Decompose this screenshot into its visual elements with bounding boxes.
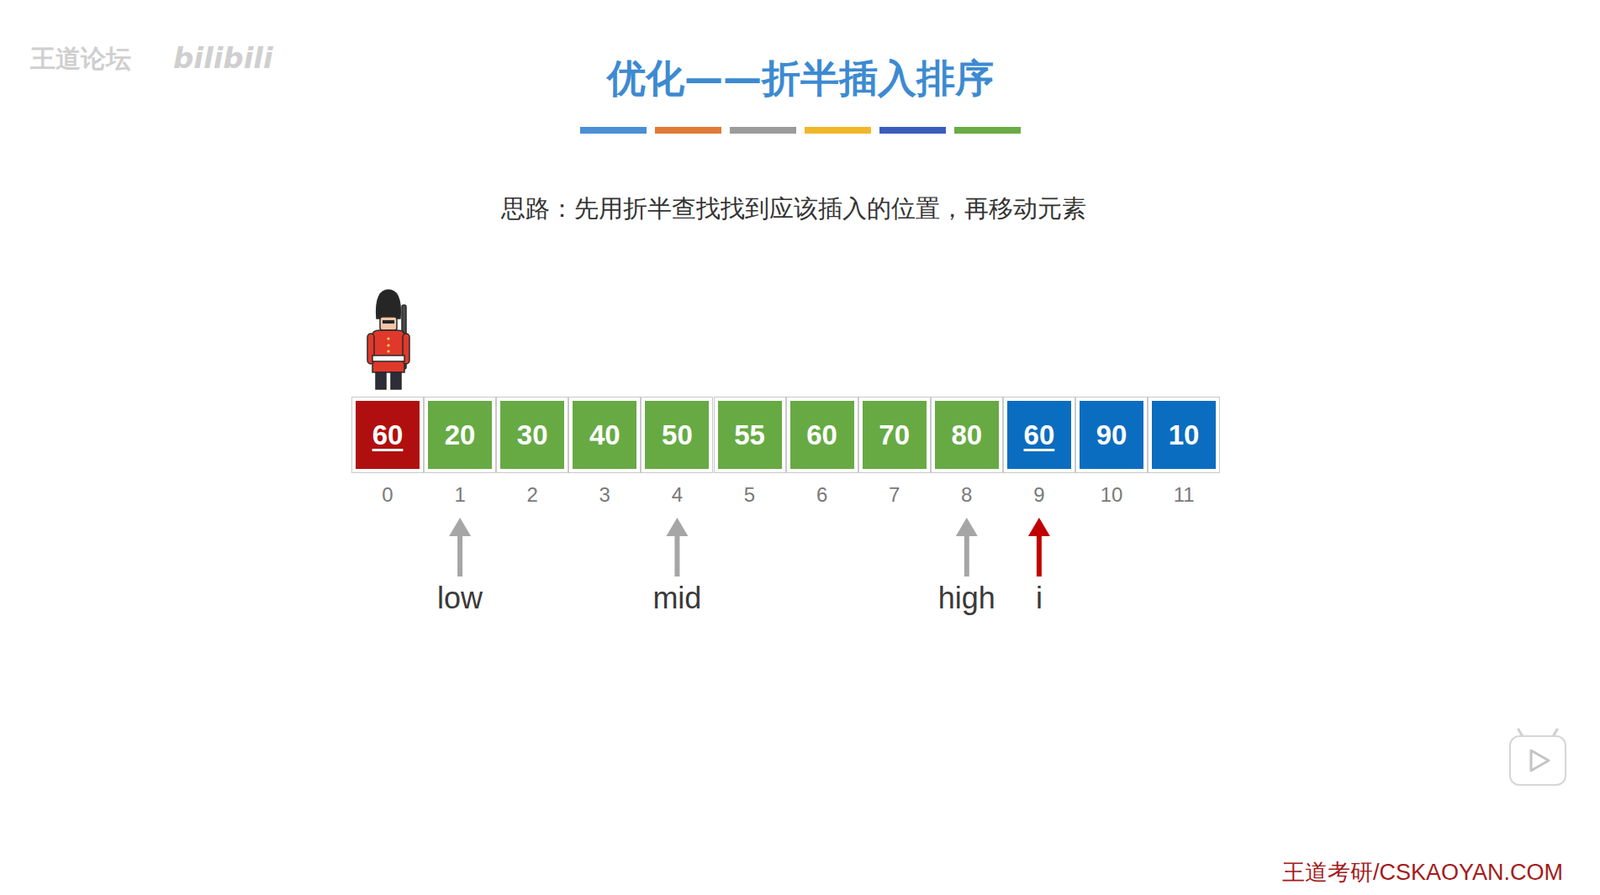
icon-triangle bbox=[1531, 750, 1549, 771]
index-number: 10 bbox=[1100, 483, 1124, 507]
bearskin-hat bbox=[376, 290, 402, 319]
watermark: 王道论坛 bbox=[30, 44, 132, 74]
pointer-name: i bbox=[1035, 580, 1043, 616]
arrow-head bbox=[955, 517, 978, 537]
arrow-head bbox=[665, 517, 688, 537]
index-number: 11 bbox=[1173, 483, 1195, 507]
guard-soldier bbox=[367, 290, 410, 390]
array-cell: 20 bbox=[423, 396, 497, 474]
site-watermark: 王道考研/CSKAOYAN.COM bbox=[1282, 860, 1564, 887]
cell-value: 50 bbox=[661, 419, 693, 452]
pointer-arrow bbox=[955, 517, 978, 577]
array-cell: 70 bbox=[858, 396, 931, 474]
arrow-head bbox=[448, 517, 471, 537]
cell-fill: 90 bbox=[1079, 401, 1144, 470]
cell-value: 10 bbox=[1168, 419, 1200, 452]
cell-value: 90 bbox=[1096, 419, 1128, 452]
color-bar bbox=[654, 126, 722, 134]
cell-value: 20 bbox=[444, 419, 476, 452]
array-cell: 10 bbox=[1147, 396, 1220, 474]
idea-note: 思路：先用折半查找找到应该插入的位置，再移动元素 bbox=[501, 195, 1087, 223]
color-bar bbox=[879, 126, 946, 134]
play-button-icon bbox=[1510, 729, 1566, 786]
pointer-arrow bbox=[665, 517, 688, 577]
pointer-arrow bbox=[448, 517, 471, 577]
cell-value: 80 bbox=[950, 419, 983, 452]
color-bar bbox=[729, 126, 797, 134]
face bbox=[380, 316, 397, 331]
cell-fill: 40 bbox=[572, 401, 637, 470]
array-cell: 60 bbox=[1003, 396, 1076, 474]
arrow-shaft bbox=[457, 534, 463, 577]
red-coat bbox=[372, 330, 405, 373]
array-cell: 60 bbox=[351, 396, 424, 474]
watermark: bilibili bbox=[173, 42, 274, 75]
index-number: 2 bbox=[527, 483, 539, 507]
cell-fill: 20 bbox=[427, 401, 492, 470]
cell-value: 30 bbox=[517, 419, 549, 452]
cell-value: 60 bbox=[806, 419, 838, 452]
cell-fill: 70 bbox=[862, 401, 927, 470]
slide-title: 优化——折半插入排序 bbox=[607, 56, 994, 101]
cell-fill: 30 bbox=[500, 401, 565, 470]
arrow-head bbox=[1028, 517, 1051, 537]
leg bbox=[375, 372, 386, 390]
index-number: 3 bbox=[599, 483, 611, 507]
index-number: 1 bbox=[454, 483, 465, 507]
icon-frame bbox=[1510, 736, 1566, 786]
button bbox=[386, 349, 390, 353]
cell-value: 70 bbox=[878, 419, 910, 452]
array-cell: 60 bbox=[786, 396, 859, 474]
leg bbox=[390, 372, 402, 390]
index-number: 6 bbox=[816, 483, 828, 507]
index-number: 8 bbox=[961, 483, 972, 507]
array-cell: 90 bbox=[1075, 396, 1148, 474]
color-bar bbox=[954, 126, 1021, 134]
eyes-shade bbox=[382, 320, 395, 324]
color-bar bbox=[804, 126, 872, 134]
pointer-name: mid bbox=[652, 580, 702, 616]
cell-value: 60 bbox=[1024, 419, 1056, 452]
pointer-arrow bbox=[1028, 517, 1051, 577]
array-cell: 55 bbox=[713, 396, 787, 474]
cell-fill: 80 bbox=[934, 401, 999, 470]
button bbox=[386, 343, 390, 347]
index-number: 9 bbox=[1033, 483, 1045, 507]
button bbox=[386, 337, 390, 340]
cell-fill: 60 bbox=[790, 401, 855, 470]
cell-fill: 50 bbox=[644, 401, 709, 470]
cell-value: 40 bbox=[589, 419, 621, 452]
arrow-shaft bbox=[674, 534, 680, 577]
cell-fill: 60 bbox=[355, 401, 420, 470]
title-color-bars bbox=[580, 126, 1021, 134]
cell-value: 55 bbox=[733, 419, 766, 452]
array-cell: 50 bbox=[640, 396, 713, 474]
arrow-shaft bbox=[1036, 534, 1042, 577]
belt bbox=[372, 355, 405, 362]
pointer-arrows bbox=[448, 517, 1051, 577]
array-cell: 30 bbox=[496, 396, 569, 474]
array-cell: 40 bbox=[568, 396, 641, 474]
cell-fill: 60 bbox=[1007, 401, 1072, 470]
index-number: 4 bbox=[671, 483, 683, 507]
cell-fill: 55 bbox=[718, 401, 782, 470]
index-number: 5 bbox=[744, 483, 756, 507]
cell-fill: 10 bbox=[1151, 401, 1216, 470]
cell-value: 60 bbox=[372, 419, 404, 452]
arrow-shaft bbox=[964, 534, 970, 577]
index-number: 0 bbox=[381, 483, 393, 507]
index-number: 7 bbox=[888, 483, 900, 507]
color-bar bbox=[580, 126, 647, 134]
pointer-name: low bbox=[437, 580, 483, 616]
pointer-name: high bbox=[938, 580, 996, 616]
array-cell: 80 bbox=[930, 396, 1004, 474]
